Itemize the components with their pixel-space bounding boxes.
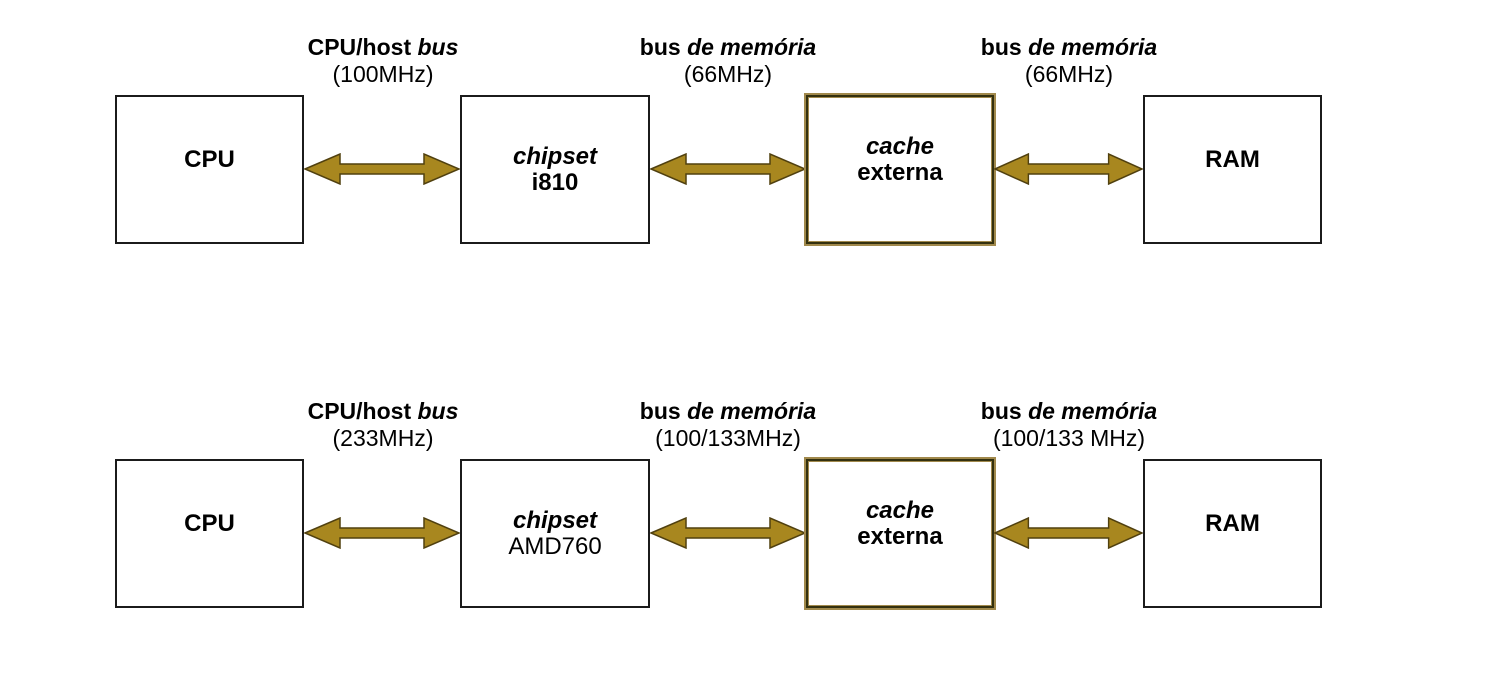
box-label: CPU (184, 509, 235, 537)
cpu-box: CPU (115, 95, 304, 244)
bus-frequency: (66MHz) (683, 61, 773, 87)
cpu-box: CPU (115, 459, 304, 608)
bus-name: bus de memória (639, 34, 817, 60)
memory-bus-label: bus de memória (100/133MHz) (603, 398, 853, 452)
ram-box: RAM (1143, 95, 1322, 244)
external-cache-box: cache externa (806, 459, 994, 608)
bus-frequency: (100MHz) (332, 61, 434, 87)
bus-name: bus de memória (639, 398, 817, 424)
cpu-host-bus-label: CPU/host bus (100MHz) (258, 34, 508, 88)
box-label: RAM (1205, 509, 1260, 537)
bidirectional-arrow (304, 517, 460, 549)
box-label: cache externa (857, 132, 943, 186)
box-label: chipset AMD760 (508, 506, 602, 560)
bidirectional-arrow (650, 153, 806, 185)
external-cache-box: cache externa (806, 95, 994, 244)
system-i810-row: CPU/host bus (100MHz) bus de memória (66… (0, 0, 1500, 260)
ram-box: RAM (1143, 459, 1322, 608)
bus-frequency: (233MHz) (332, 425, 434, 451)
box-label: RAM (1205, 145, 1260, 173)
memory-bus-label: bus de memória (100/133 MHz) (944, 398, 1194, 452)
system-amd760-row: CPU/host bus (233MHz) bus de memória (10… (0, 364, 1500, 624)
bus-name: CPU/host bus (307, 398, 459, 424)
memory-bus-label: bus de memória (66MHz) (603, 34, 853, 88)
bus-name: bus de memória (980, 34, 1158, 60)
bus-frequency: (100/133MHz) (655, 425, 801, 451)
box-label: CPU (184, 145, 235, 173)
chipset-box: chipset AMD760 (460, 459, 650, 608)
box-label: cache externa (857, 496, 943, 550)
bus-frequency: (66MHz) (1024, 61, 1114, 87)
box-label: chipset i810 (512, 142, 598, 196)
bidirectional-arrow (650, 517, 806, 549)
bus-name: CPU/host bus (307, 34, 459, 60)
chipset-box: chipset i810 (460, 95, 650, 244)
bus-frequency: (100/133 MHz) (992, 425, 1146, 451)
bus-name: bus de memória (980, 398, 1158, 424)
bidirectional-arrow (304, 153, 460, 185)
memory-bus-label: bus de memória (66MHz) (944, 34, 1194, 88)
bidirectional-arrow (994, 517, 1143, 549)
cpu-host-bus-label: CPU/host bus (233MHz) (258, 398, 508, 452)
bidirectional-arrow (994, 153, 1143, 185)
